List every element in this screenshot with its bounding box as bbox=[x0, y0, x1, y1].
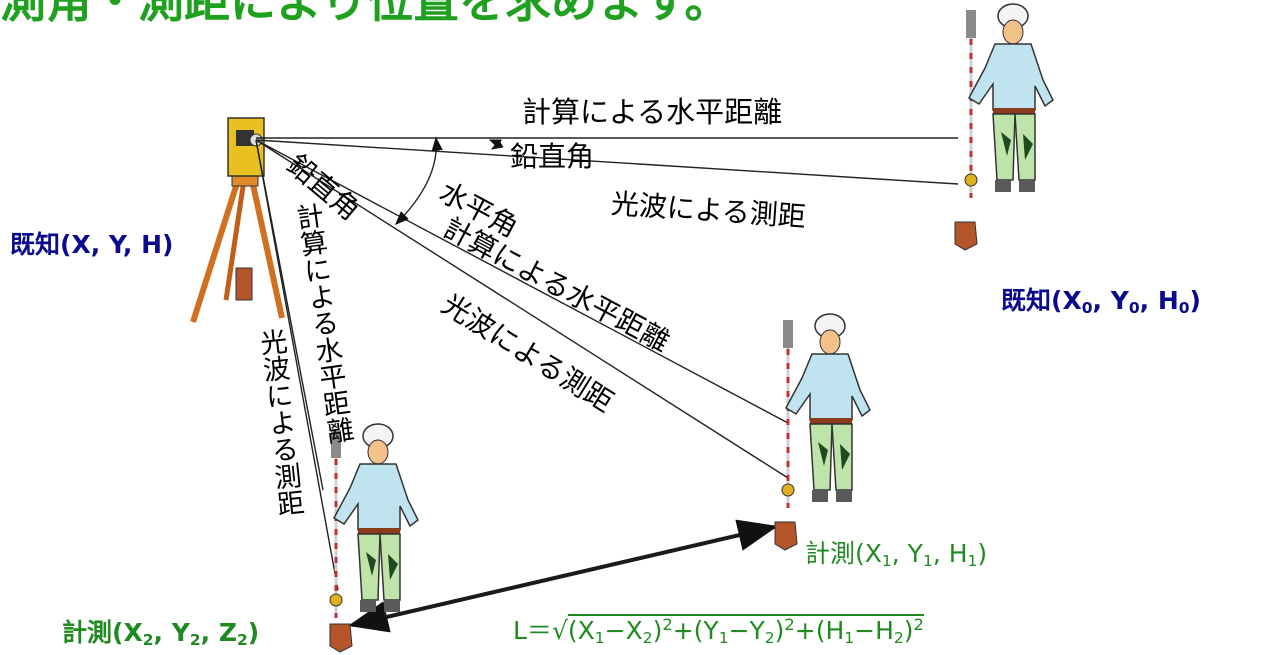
label-horizontal-distance-top: 計算による水平距離 bbox=[522, 95, 783, 129]
survey-lines bbox=[255, 136, 959, 591]
distance-formula: L＝√(X1−X2)2+(Y1−Y2)2+(H1−H2)2 bbox=[513, 614, 924, 647]
diagram-title: 測角・測距により位置を求めます。 bbox=[0, 0, 731, 28]
label-measured-point-1: 計測(X1, Y1, H1) bbox=[805, 539, 988, 570]
survey-peg-icon bbox=[954, 221, 978, 251]
surveyor-with-prism-pole-icon bbox=[328, 422, 420, 620]
surveyor-with-prism-pole-icon bbox=[963, 2, 1055, 200]
total-station-icon bbox=[190, 117, 285, 323]
survey-peg-icon bbox=[329, 623, 353, 653]
label-known-target: 既知(X0, Y0, H0) bbox=[1001, 286, 1201, 317]
label-vertical-angle-top: 鉛直角 bbox=[510, 140, 595, 173]
label-known-station: 既知(X, Y, H) bbox=[10, 230, 174, 259]
label-measured-point-2: 計測(X2, Y2, Z2) bbox=[62, 618, 260, 649]
distance-arrow bbox=[348, 519, 778, 633]
survey-peg-icon bbox=[774, 521, 798, 551]
surveyor-with-prism-pole-icon bbox=[780, 312, 872, 510]
